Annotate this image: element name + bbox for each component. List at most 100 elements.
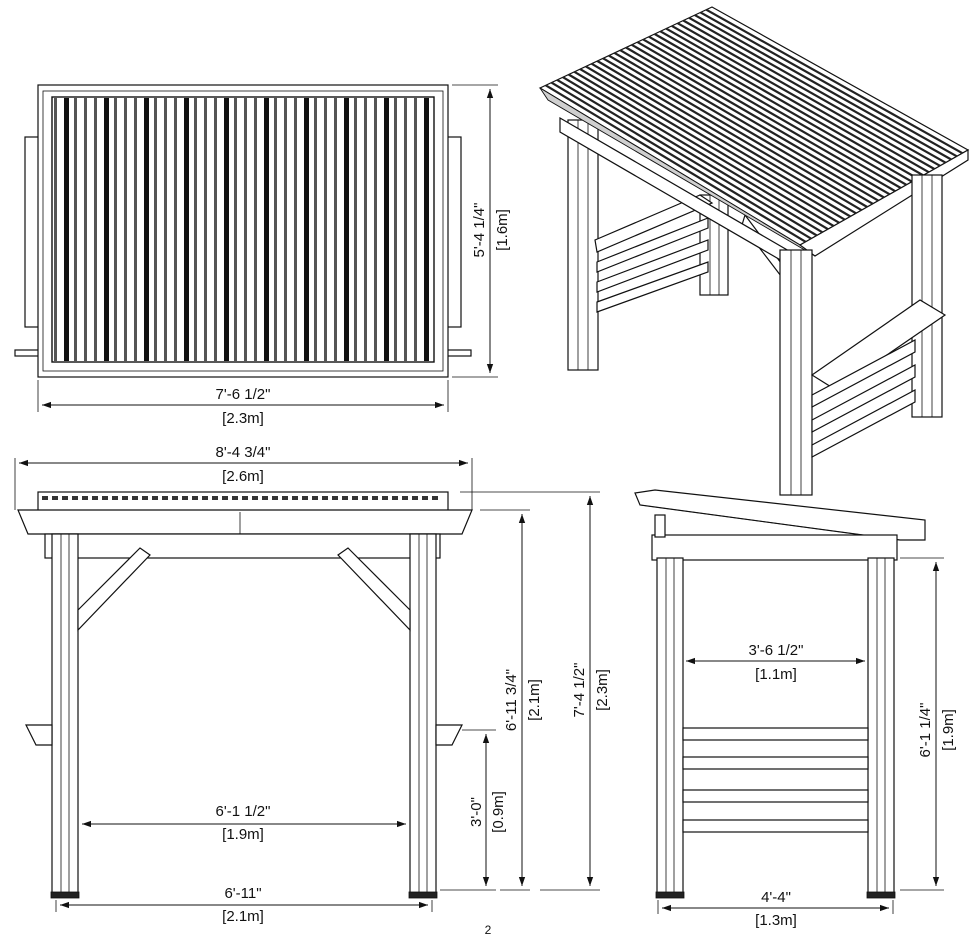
roof-slat-end <box>342 496 348 500</box>
roof-slat <box>619 49 879 202</box>
roof-slat-end <box>312 496 318 500</box>
roof-slat-end <box>272 496 278 500</box>
roof-slat-end <box>202 496 208 500</box>
roof-slat <box>124 98 127 361</box>
roof-slat-end <box>262 496 268 500</box>
roof-slat <box>654 33 913 183</box>
front-total-height-label: 7'-4 1/2" <box>571 663 588 718</box>
front-beam-height-metric: [2.1m] <box>526 679 543 721</box>
roof-slat <box>384 98 389 361</box>
roof-slat <box>573 70 835 227</box>
side-post-height-metric: [1.9m] <box>940 709 957 751</box>
roof-slat-end <box>192 496 198 500</box>
roof-slat-end <box>322 496 328 500</box>
side-inner-depth-metric: [1.1m] <box>755 666 797 683</box>
top-depth-label: 5'-4 1/4" <box>471 203 488 258</box>
side-view <box>634 489 926 899</box>
roof-slat <box>174 98 177 361</box>
roof-slat <box>596 60 857 215</box>
roof-slat <box>648 35 907 186</box>
roof-slat <box>344 98 349 361</box>
roof-slat <box>677 22 935 170</box>
roof-slat <box>562 76 823 234</box>
roof-slat <box>314 98 317 361</box>
roof-slat <box>394 98 397 361</box>
roof-slat <box>154 98 157 361</box>
front-post-span-metric: [2.1m] <box>222 908 264 925</box>
roof-slat-end <box>62 496 68 500</box>
roof-slat-end <box>292 496 298 500</box>
roof-slat <box>364 98 367 361</box>
roof-slat <box>682 19 941 167</box>
roof-slat <box>659 30 919 180</box>
roof-slat-end <box>422 496 428 500</box>
roof-slat-end <box>232 496 238 500</box>
roof-slat <box>665 27 924 177</box>
roof-slat <box>164 98 167 361</box>
roof-slat <box>144 98 149 361</box>
roof-slat <box>374 98 377 361</box>
roof-slat-end <box>392 496 398 500</box>
front-view <box>17 491 473 899</box>
roof-slat <box>671 24 930 174</box>
front-total-height-metric: [2.3m] <box>594 669 611 711</box>
roof-slat-end <box>52 496 58 500</box>
isometric-view <box>538 6 970 496</box>
roof-slat-end <box>152 496 158 500</box>
roof-slat <box>636 41 896 193</box>
roof-slat <box>114 98 117 361</box>
top-width-label: 7'-6 1/2" <box>216 386 271 403</box>
roof-slat <box>204 98 207 361</box>
roof-slat <box>579 68 840 224</box>
roof-slat-end <box>222 496 228 500</box>
roof-slat <box>104 98 109 361</box>
roof-slat-end <box>72 496 78 500</box>
roof-slat-end <box>362 496 368 500</box>
roof-slat <box>324 98 327 361</box>
front-total-height-dimension: 7'-4 1/2" [2.3m] <box>460 491 611 891</box>
roof-slat <box>545 84 807 243</box>
roof-slat-end <box>172 496 178 500</box>
roof-slat <box>631 43 891 196</box>
roof-slat <box>404 98 407 361</box>
roof-slat <box>74 98 77 361</box>
roof-slat-end <box>212 496 218 500</box>
front-shelf-height-label: 3'-0" <box>468 797 485 827</box>
roof-slat <box>568 73 829 231</box>
roof-slat-end <box>112 496 118 500</box>
roof-slat-end <box>382 496 388 500</box>
roof-slat <box>642 38 902 189</box>
roof-slat <box>699 11 958 158</box>
roof-slat <box>334 98 337 361</box>
roof-slat <box>613 51 874 205</box>
roof-slat <box>625 46 885 199</box>
side-base-depth-metric: [1.3m] <box>755 912 797 929</box>
roof-slat <box>274 98 277 361</box>
roof-slat <box>134 98 137 361</box>
front-overall-width-label: 8'-4 3/4" <box>216 444 271 461</box>
roof-slat-end <box>372 496 378 500</box>
roof-slat-end <box>142 496 148 500</box>
roof-slat-end <box>92 496 98 500</box>
roof-slat <box>354 98 357 361</box>
page-number: 2 <box>485 923 492 937</box>
side-base-depth-dimension: 4'-4" [1.3m] <box>657 889 894 929</box>
roof-slat <box>705 8 963 155</box>
roof-slat <box>94 98 97 361</box>
front-post-span-label: 6'-11" <box>224 885 261 902</box>
front-inner-width-metric: [1.9m] <box>222 826 264 843</box>
roof-slat-end <box>242 496 248 500</box>
roof-slat-end <box>282 496 288 500</box>
roof-slat-end <box>82 496 88 500</box>
roof-slat-end <box>182 496 188 500</box>
top-depth-metric: [1.6m] <box>494 209 511 251</box>
front-shelf-height-metric: [0.9m] <box>490 791 507 833</box>
side-inner-depth-label: 3'-6 1/2" <box>749 642 804 659</box>
top-view-depth-dimension: 5'-4 1/4" [1.6m] <box>452 84 511 378</box>
front-beam-height-dimension: 6'-11 3/4" [2.1m] <box>480 509 543 891</box>
roof-slat-end <box>352 496 358 500</box>
roof-slat-end <box>102 496 108 500</box>
roof-slat <box>224 98 229 361</box>
roof-slat <box>244 98 247 361</box>
